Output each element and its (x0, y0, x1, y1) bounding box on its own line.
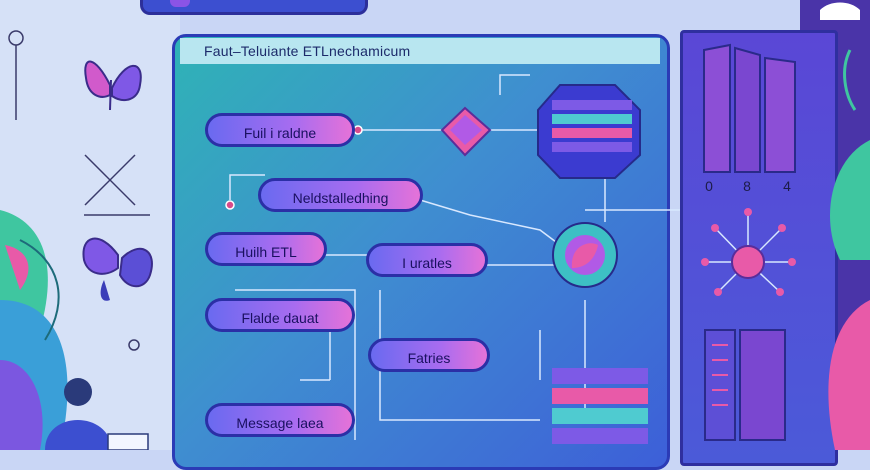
metrics-graphics (701, 43, 796, 441)
node-field-data[interactable]: Flalde dauat (205, 298, 355, 332)
metric-value-2: 8 (743, 178, 751, 194)
top-toolbar (140, 0, 368, 15)
node-processing[interactable]: Neldstalledhing (258, 178, 423, 212)
shield-icon (440, 106, 492, 157)
node-features[interactable]: I uratles (366, 243, 488, 277)
panel-title: Faut–Teluiante ETLnechamicum (180, 38, 660, 64)
bar-chart (703, 43, 796, 173)
butterfly-icon (84, 60, 142, 111)
metrics-values: 0 8 4 (694, 178, 814, 198)
database-icon (537, 84, 641, 179)
metric-value-3: 4 (783, 178, 791, 194)
node-factories[interactable]: Fatries (368, 338, 490, 372)
node-message-queue[interactable]: Message laea (205, 403, 355, 437)
top-chip (170, 0, 190, 7)
right-decoration (820, 2, 870, 450)
left-decoration (0, 30, 153, 450)
metric-value-1: 0 (705, 178, 713, 194)
node-build-etl[interactable]: Huilh ETL (205, 232, 327, 266)
hub-icon (552, 222, 618, 288)
cross-icon (84, 154, 150, 216)
network-hub-icon (701, 208, 796, 296)
list-widget (704, 329, 786, 441)
person-icon (45, 378, 149, 450)
component-icons (440, 84, 648, 444)
node-source[interactable]: Fuil i raldne (205, 113, 355, 147)
butterfly-icon (82, 237, 153, 301)
plant-icon (820, 2, 870, 450)
plant-icon (0, 210, 68, 450)
stacked-bars (552, 368, 648, 444)
connector-layer (225, 74, 690, 440)
